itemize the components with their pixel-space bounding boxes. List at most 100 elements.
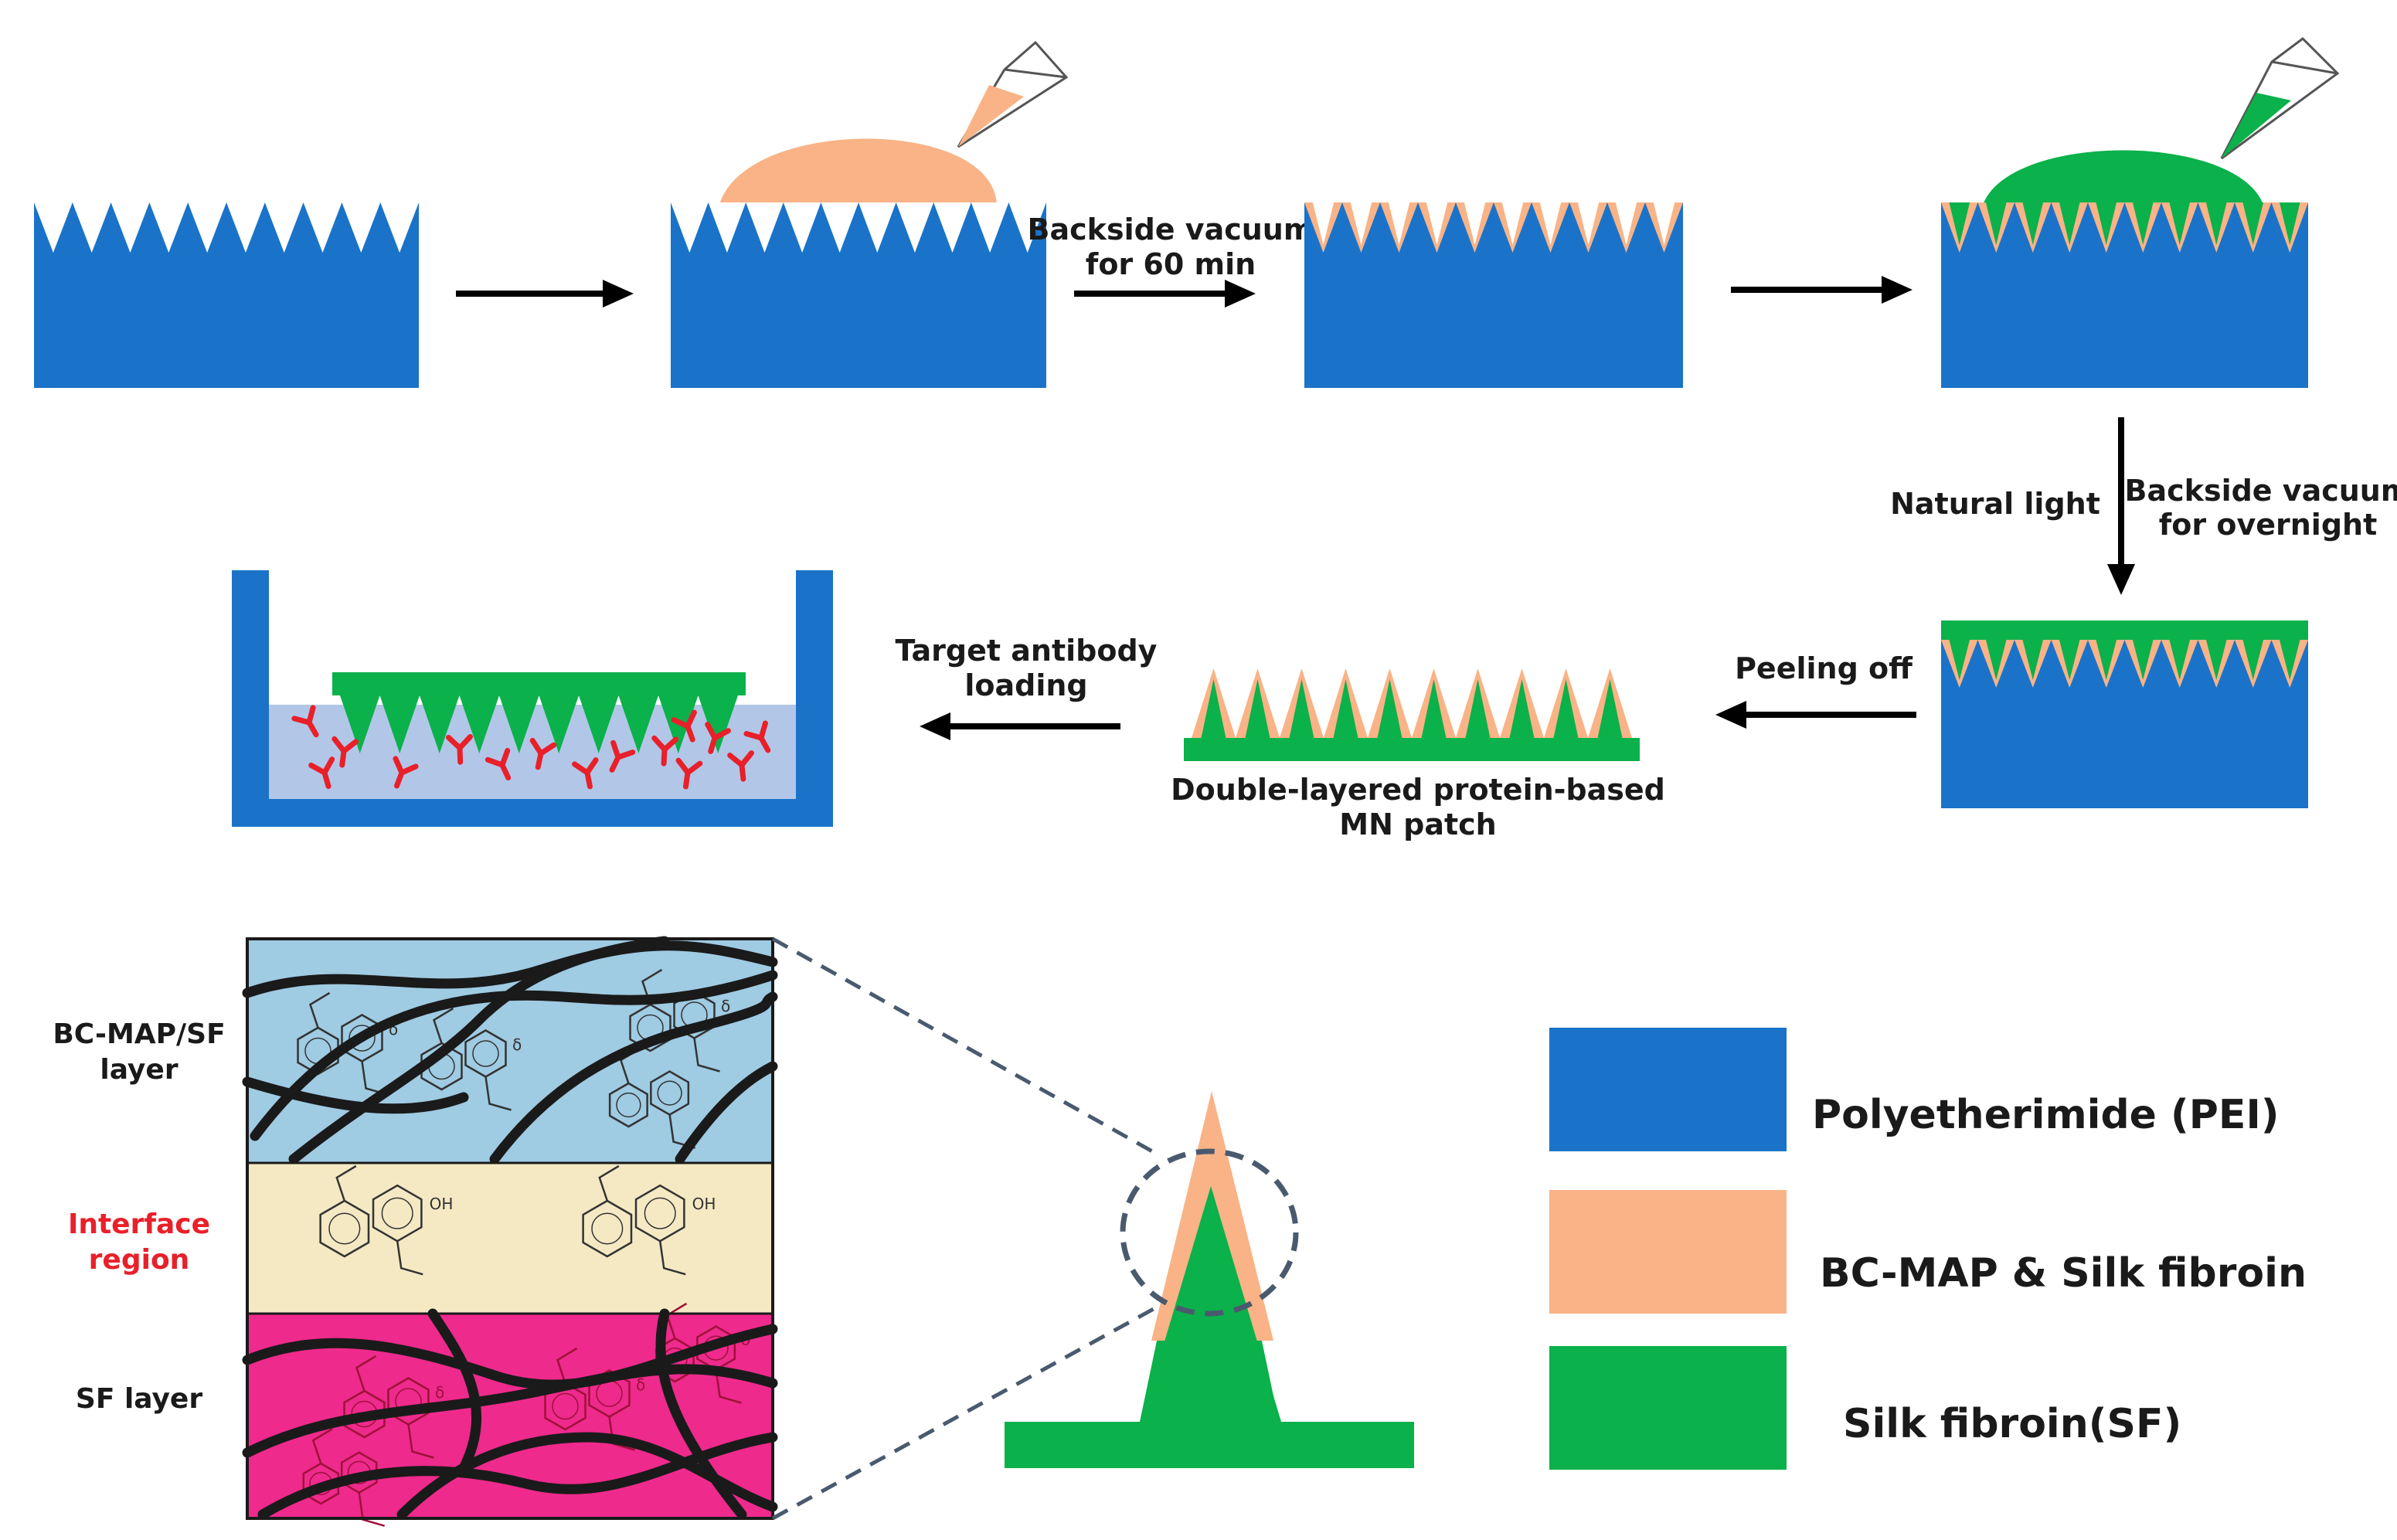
molecule-group-label: δ (721, 997, 730, 1015)
cavity (72, 202, 111, 253)
needle (340, 695, 380, 753)
needle (379, 695, 420, 753)
legend-label-sf: Silk fibroin(SF) (1843, 1401, 2181, 1447)
cavity-core (1426, 202, 1448, 245)
antibody-icon (727, 750, 754, 782)
vacuum-overnight-line1: Backside vacuum (2125, 474, 2397, 508)
antibody-label-line2: loading (964, 668, 1087, 702)
cavity-core (1949, 640, 1970, 680)
molecule: δ (420, 1007, 522, 1111)
antibody-icon (484, 747, 512, 780)
cavity (264, 202, 304, 253)
inverted-mn-patch (332, 672, 746, 753)
needle (618, 695, 658, 753)
molecule (302, 1427, 386, 1527)
cavity-core (2059, 640, 2080, 680)
mold-cavities (671, 202, 1046, 253)
cavity-core (1615, 202, 1637, 245)
antibody-icon (572, 757, 599, 790)
cavity (933, 202, 971, 253)
mold-cavities (1941, 202, 2308, 253)
needle-core (1597, 679, 1623, 738)
cavity-core (1350, 202, 1372, 245)
layer-label-top-line1: BC-MAP/SF (53, 1018, 225, 1050)
arrow-down (2107, 417, 2135, 595)
cavity-core (2279, 202, 2300, 245)
pipette-sf-icon (2220, 37, 2340, 160)
antibody-icon (743, 720, 771, 753)
arrow-antibody (920, 712, 1120, 740)
antibody-icon (671, 709, 697, 743)
patch-needles (1192, 668, 1632, 738)
cavity-core (2242, 640, 2264, 680)
antibody-icon (705, 722, 731, 754)
cavity-core (1653, 202, 1675, 245)
cavity-core (1985, 202, 2007, 245)
cavity (896, 202, 934, 253)
arrow-step1 (456, 280, 634, 308)
antibody-icon (651, 735, 679, 767)
cavity-core (1539, 202, 1562, 245)
mold-with-bcmap-drop (671, 40, 1069, 388)
cavity (708, 202, 746, 253)
cavity-core (2096, 640, 2117, 680)
patch-base (1184, 738, 1640, 761)
needle-core (1201, 679, 1226, 738)
cavity-core (2022, 640, 2044, 680)
sf-backing-layer (1941, 620, 2308, 640)
needle (698, 695, 738, 753)
cavity-core (1949, 202, 1970, 245)
antibody-icon (446, 734, 474, 765)
cavity (783, 202, 821, 253)
mn-patch (1184, 668, 1640, 761)
needle-core (1465, 679, 1491, 738)
step2-label-line1: Backside vacuum (1028, 212, 1314, 246)
cavity (821, 202, 858, 253)
molecule-structures-mid: OH OH (319, 1164, 716, 1276)
molecule-group-label: δ (636, 1375, 645, 1394)
cavity (380, 202, 419, 253)
cavity-core (1501, 202, 1524, 245)
cavity-core (2132, 640, 2154, 680)
molecule: δ (343, 1355, 444, 1459)
molecule-group-label: OH (692, 1195, 716, 1213)
mold-cavities (1941, 640, 2308, 688)
antibody-icon (291, 705, 319, 738)
cavity-core (2205, 202, 2227, 245)
cavity (226, 202, 265, 253)
molecule-structures-top: δδδ (297, 968, 730, 1149)
step2-label-line2: for 60 min (1086, 247, 1256, 281)
magnify-circle (1120, 1148, 1299, 1317)
cavity (342, 202, 381, 253)
legend-swatch-pei (1549, 1028, 1787, 1151)
needle-core (1553, 679, 1579, 738)
needle-core (1509, 679, 1535, 738)
cavity-core (1985, 640, 2007, 680)
mold-filled-tips (1304, 202, 1683, 388)
molecule-group-label: δ (512, 1035, 522, 1054)
layer-label-top-line2: layer (100, 1054, 178, 1086)
needle (499, 695, 539, 753)
cavity (110, 202, 150, 253)
cavity-core (2169, 202, 2191, 245)
natural-light-label: Natural light (1890, 487, 2100, 521)
needle-core (1245, 679, 1270, 738)
legend: Polyetherimide (PEI) BC-MAP & Silk fibro… (1549, 1028, 2307, 1470)
cavity (858, 202, 896, 253)
arrow-step3 (1731, 276, 1912, 304)
pipette-bcmap-icon (957, 40, 1069, 148)
cavity (971, 202, 1009, 253)
cavity-core (2169, 640, 2191, 680)
arrow-step2 (1074, 280, 1256, 308)
peel-label: Peeling off (1735, 651, 1913, 685)
patch-caption-line1: Double-layered protein-based (1171, 773, 1665, 807)
layer-label-bottom: SF layer (76, 1383, 202, 1415)
fiber-strands (242, 936, 778, 1520)
antibody-icon (332, 736, 359, 768)
molecule-group-label: OH (430, 1195, 454, 1213)
antibody-icon (393, 756, 419, 789)
antibody-label-line1: Target antibody (896, 634, 1158, 668)
zoom-lines (771, 937, 1161, 1521)
